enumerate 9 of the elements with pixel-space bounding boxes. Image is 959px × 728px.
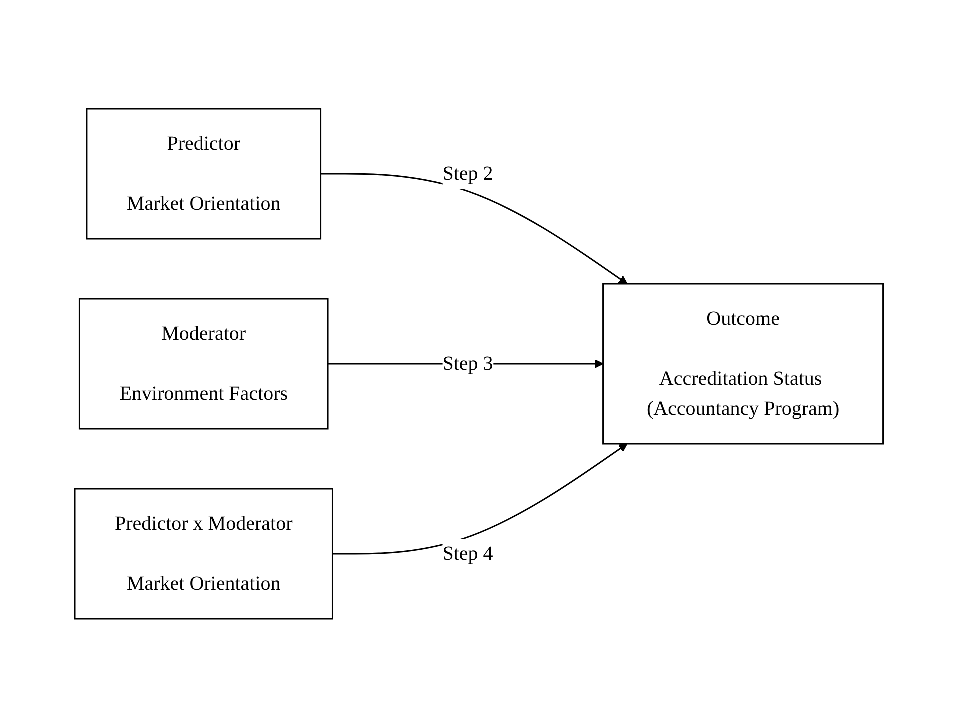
edge-label: Step 4 [443,543,494,565]
edge-label: Step 2 [443,163,494,185]
edge-label: Step 3 [443,353,494,375]
node-box: Outcome Accreditation Status (Accountancy Program) [602,283,884,445]
node-box: Predictor Market Orientation [86,108,322,240]
node-box: Moderator Environment Factors [79,298,330,430]
arrow [333,444,628,555]
node-box: Predictor x Moderator Market Orientation [74,488,334,620]
arrow [321,173,628,284]
